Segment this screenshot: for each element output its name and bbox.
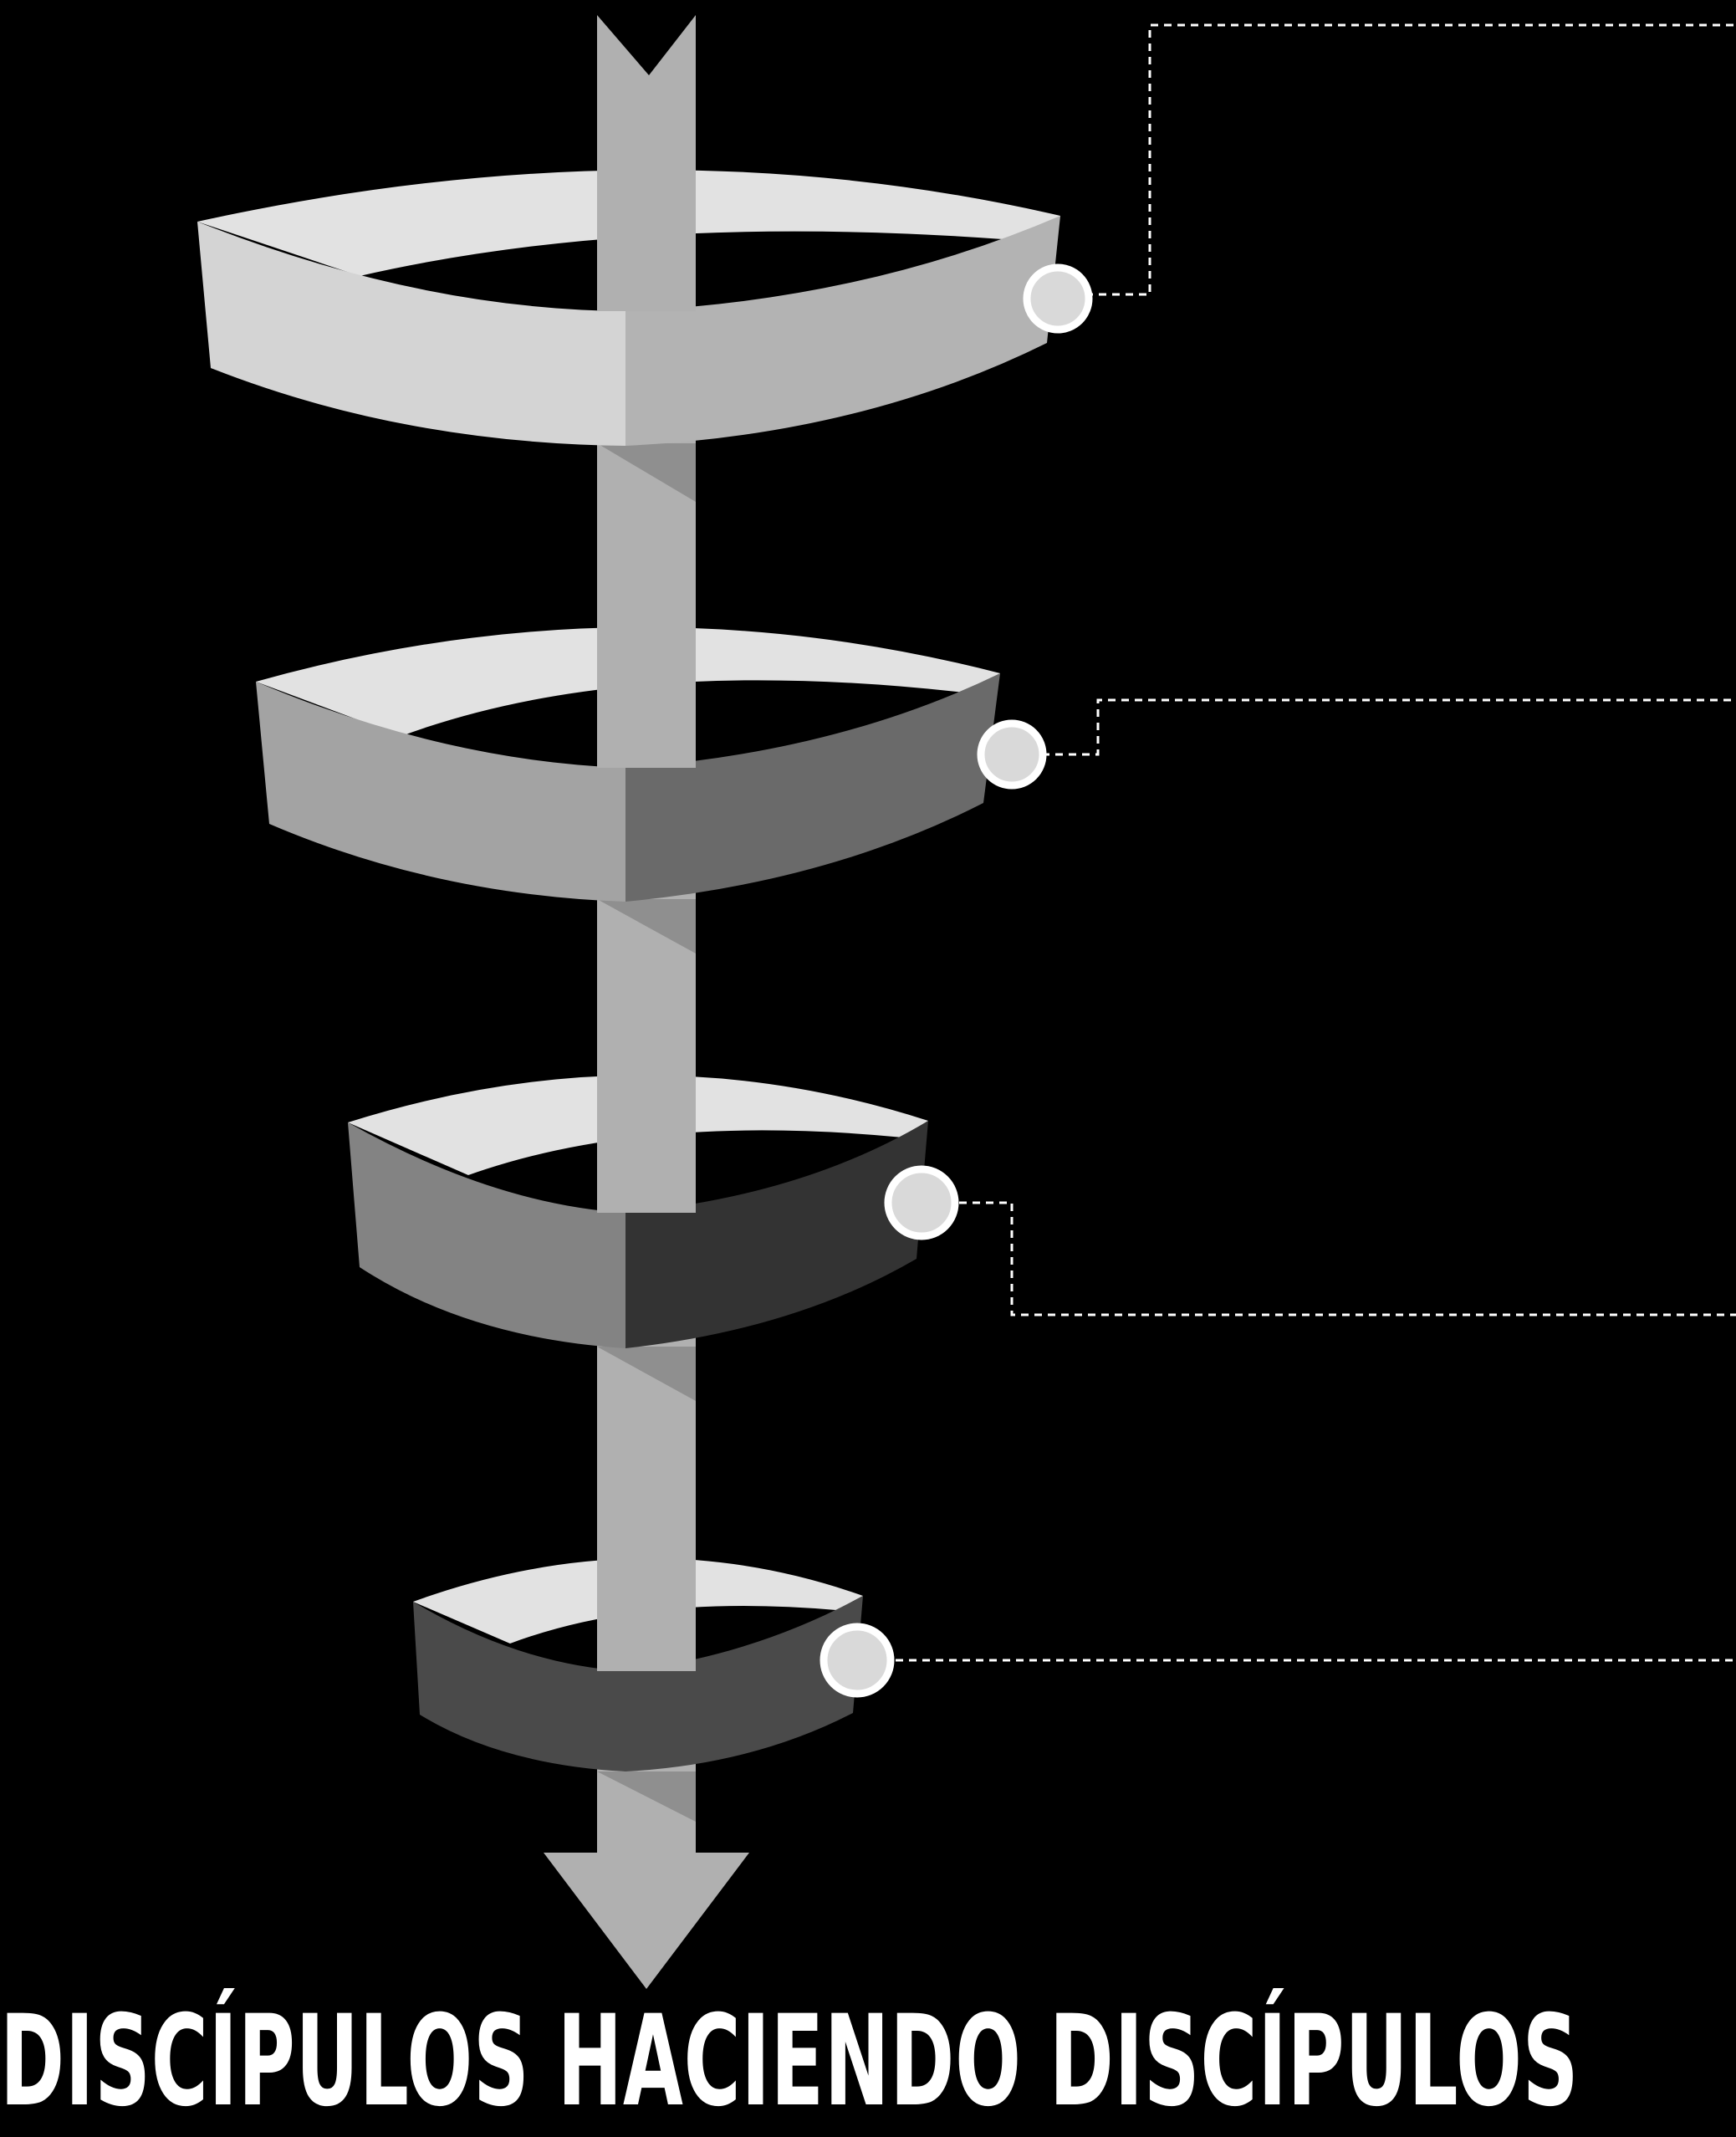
ring-level-1: [197, 151, 1060, 446]
arrow-through-ring: [597, 1556, 696, 1671]
connector-line-2: [1042, 700, 1736, 754]
marker-dot-4: [824, 1627, 891, 1694]
ring-level-2: [256, 615, 1000, 902]
page-title: DISCÍPULOS HACIENDO DISCÍPULOS: [0, 1999, 1579, 2124]
arrow-head: [544, 1853, 749, 1989]
arrow-through-ring: [597, 1066, 696, 1213]
markers: [824, 268, 1089, 1694]
connector-line-3: [959, 1203, 1736, 1315]
marker-dot-2: [981, 723, 1043, 785]
marker-dot-1: [1027, 268, 1089, 330]
ring-level-3: [348, 1066, 928, 1348]
connector-line-1: [1085, 25, 1736, 294]
arrow-through-ring: [597, 615, 696, 768]
marker-dot-3: [888, 1169, 955, 1236]
ring-level-4: [413, 1556, 863, 1771]
arrow-through-ring: [597, 151, 696, 311]
